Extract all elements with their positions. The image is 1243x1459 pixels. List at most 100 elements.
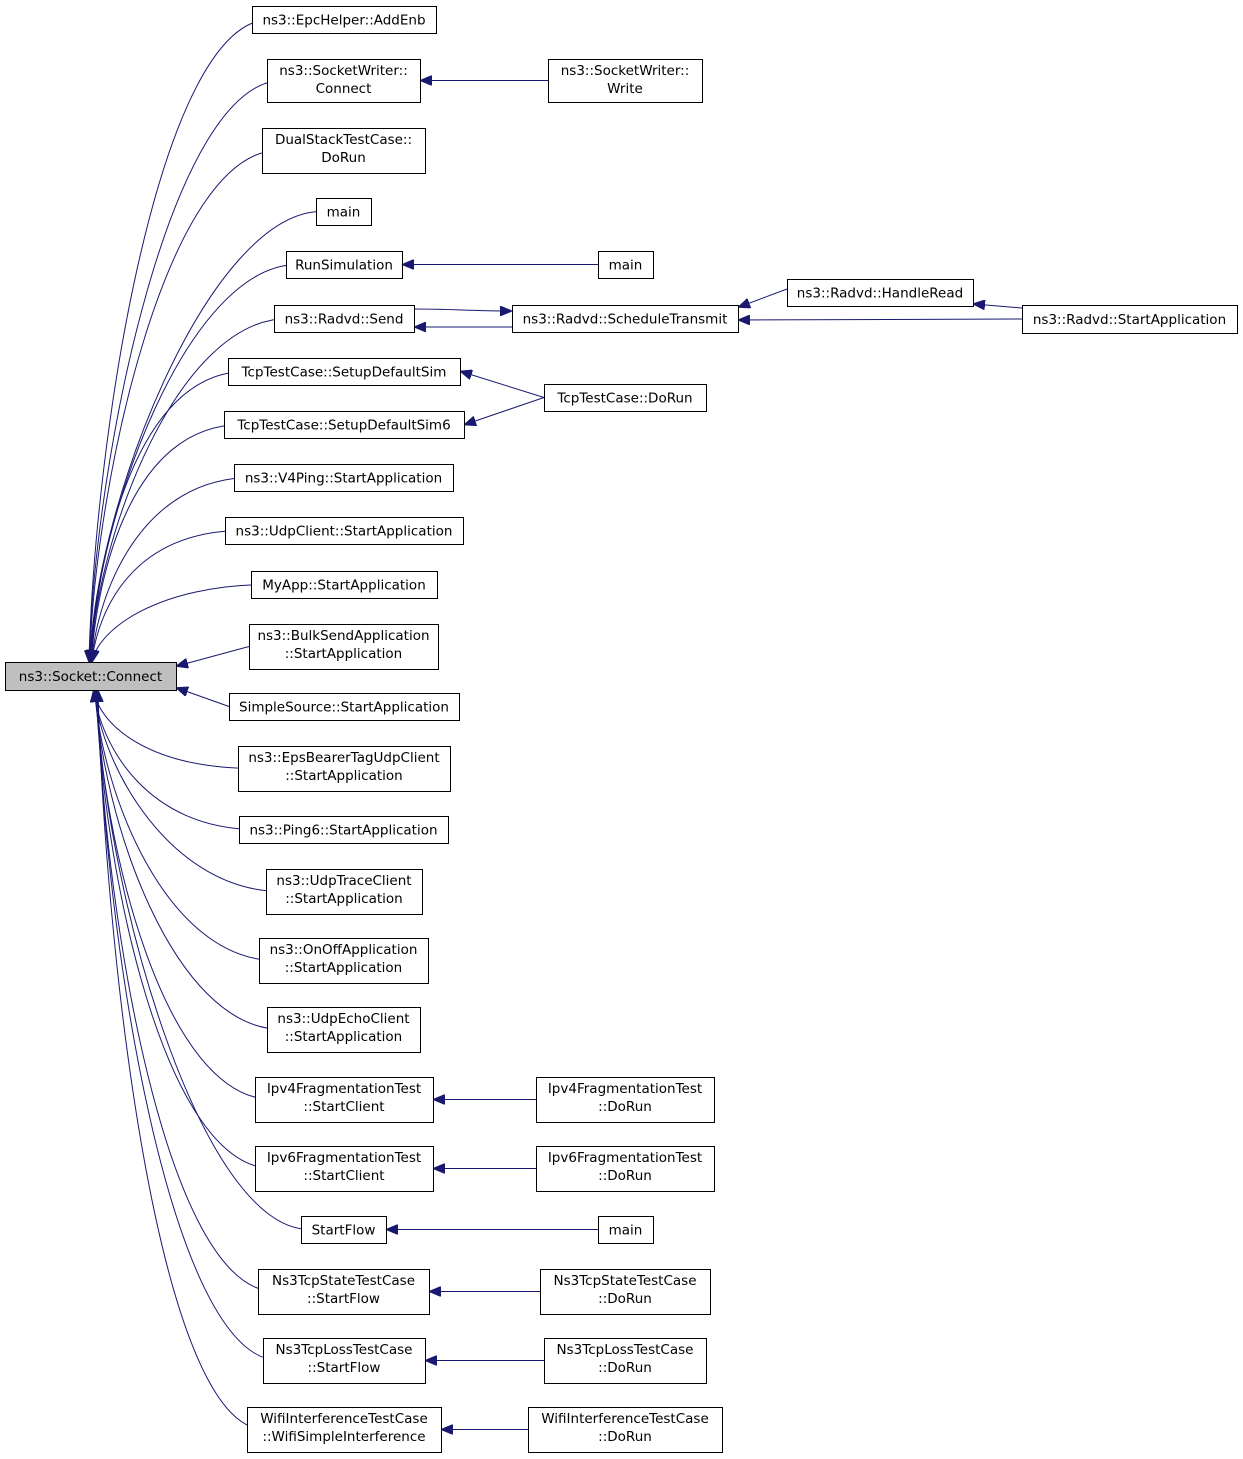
edge-c1-to-root	[89, 19, 271, 662]
edge-c6-to-st	[413, 309, 511, 311]
node-box	[512, 305, 739, 333]
node-c8[interactable]: TcpTestCase::SetupDefaultSim6	[224, 411, 465, 439]
node-box	[259, 938, 429, 984]
node-label: TcpTestCase::SetupDefaultSim6	[236, 418, 450, 434]
node-box	[274, 305, 415, 333]
node-box	[267, 1007, 421, 1053]
edge-c13-to-root	[177, 688, 230, 707]
node-s21[interactable]: main	[598, 1216, 654, 1244]
node-c4[interactable]: main	[316, 198, 372, 226]
node-c21[interactable]: StartFlow	[301, 1216, 387, 1244]
node-c10[interactable]: ns3::UdpClient::StartApplication	[225, 517, 464, 545]
node-c9[interactable]: ns3::V4Ping::StartApplication	[234, 464, 454, 492]
node-box	[528, 1407, 723, 1453]
node-label: ::StartApplication	[285, 1029, 403, 1045]
node-box	[251, 571, 438, 599]
node-label: ns3::EpcHelper::AddEnb	[262, 13, 425, 29]
node-label: DoRun	[321, 150, 366, 166]
node-tcd[interactable]: TcpTestCase::DoRun	[544, 384, 707, 412]
node-c13[interactable]: SimpleSource::StartApplication	[229, 693, 460, 721]
node-label: TcpTestCase::DoRun	[556, 391, 692, 407]
edge-c16-to-root	[94, 691, 282, 892]
node-s5[interactable]: main	[598, 251, 654, 279]
node-c6[interactable]: ns3::Radvd::Send	[274, 305, 415, 333]
node-st[interactable]: ns3::Radvd::ScheduleTransmit	[512, 305, 739, 333]
node-label: ns3::UdpClient::StartApplication	[236, 524, 453, 540]
node-s24[interactable]: WifiInterferenceTestCase::DoRun	[528, 1407, 723, 1453]
node-box	[255, 1146, 434, 1192]
node-label: ::StartFlow	[307, 1291, 380, 1307]
edges-layer	[89, 19, 1023, 1430]
node-c19[interactable]: Ipv4FragmentationTest::StartClient	[255, 1077, 434, 1123]
node-box	[266, 869, 423, 915]
node-label: Write	[607, 81, 643, 97]
node-label: main	[609, 1223, 643, 1239]
node-label: Connect	[316, 81, 372, 97]
node-box	[544, 1338, 707, 1384]
node-sa[interactable]: ns3::Radvd::StartApplication	[1022, 305, 1238, 334]
node-label: main	[327, 205, 361, 221]
edge-c7-to-root	[91, 371, 247, 662]
node-box	[229, 693, 460, 721]
node-s23[interactable]: Ns3TcpLossTestCase::DoRun	[544, 1338, 707, 1384]
node-c17[interactable]: ns3::OnOffApplication::StartApplication	[259, 938, 429, 984]
node-box	[252, 6, 437, 34]
node-c5[interactable]: RunSimulation	[286, 251, 403, 279]
node-box	[1022, 305, 1238, 334]
node-box	[263, 1338, 426, 1384]
node-s19[interactable]: Ipv4FragmentationTest::DoRun	[536, 1077, 715, 1123]
node-c11[interactable]: MyApp::StartApplication	[251, 571, 438, 599]
node-box	[225, 517, 464, 545]
node-label: ns3::Radvd::Send	[285, 312, 404, 328]
node-label: ::StartApplication	[285, 768, 403, 784]
node-box	[234, 464, 454, 492]
node-c7[interactable]: TcpTestCase::SetupDefaultSim	[228, 358, 461, 386]
edge-c18-to-root	[95, 691, 283, 1030]
node-s20[interactable]: Ipv6FragmentationTest::DoRun	[536, 1146, 715, 1192]
node-box	[255, 1077, 434, 1123]
node-label: ns3::SocketWriter::	[279, 63, 408, 79]
node-c1[interactable]: ns3::EpcHelper::AddEnb	[252, 6, 437, 34]
node-c14[interactable]: ns3::EpsBearerTagUdpClient::StartApplica…	[238, 746, 451, 792]
root-node[interactable]: ns3::Socket::Connect	[5, 662, 177, 691]
edge-c20-to-root	[96, 691, 273, 1169]
node-label: SimpleSource::StartApplication	[239, 700, 449, 716]
node-box	[249, 624, 439, 670]
node-c15[interactable]: ns3::Ping6::StartApplication	[239, 816, 449, 844]
node-c22[interactable]: Ns3TcpStateTestCase::StartFlow	[258, 1269, 430, 1315]
node-c16[interactable]: ns3::UdpTraceClient::StartApplication	[266, 869, 423, 915]
node-c2[interactable]: ns3::SocketWriter::Connect	[267, 59, 421, 103]
node-label: ns3::Socket::Connect	[19, 669, 162, 685]
node-hr[interactable]: ns3::Radvd::HandleRead	[787, 279, 974, 307]
edge-tcd-to-c8	[465, 397, 545, 425]
node-label: ::StartApplication	[285, 960, 403, 976]
node-box	[286, 251, 403, 279]
edge-c6-to-root	[91, 318, 289, 662]
edge-hr-to-st	[739, 288, 788, 307]
node-box	[598, 1216, 654, 1244]
node-c3[interactable]: DualStackTestCase::DoRun	[262, 128, 426, 174]
node-box	[598, 251, 654, 279]
node-c24[interactable]: WifiInterferenceTestCase::WifiSimpleInte…	[247, 1407, 442, 1453]
node-c23[interactable]: Ns3TcpLossTestCase::StartFlow	[263, 1338, 426, 1384]
node-label: ::DoRun	[598, 1360, 652, 1376]
node-s22[interactable]: Ns3TcpStateTestCase::DoRun	[540, 1269, 711, 1315]
node-label: ns3::BulkSendApplication	[257, 628, 429, 644]
edge-sa-to-hr	[974, 304, 1023, 308]
node-s2[interactable]: ns3::SocketWriter::Write	[548, 59, 703, 103]
node-label: ns3::Radvd::StartApplication	[1033, 312, 1226, 328]
node-label: ns3::V4Ping::StartApplication	[245, 471, 442, 487]
nodes-layer: ns3::Socket::Connect ns3::EpcHelper::AddE…	[5, 6, 1238, 1453]
edge-c23-to-root	[98, 691, 280, 1361]
node-label: ns3::UdpEchoClient	[277, 1011, 409, 1027]
node-label: ::StartFlow	[308, 1360, 381, 1376]
edge-c12-to-root	[177, 646, 250, 667]
node-c12[interactable]: ns3::BulkSendApplication::StartApplicati…	[249, 624, 439, 670]
node-c18[interactable]: ns3::UdpEchoClient::StartApplication	[267, 1007, 421, 1053]
node-label: main	[609, 258, 643, 274]
node-c20[interactable]: Ipv6FragmentationTest::StartClient	[255, 1146, 434, 1192]
node-label: ::StartClient	[303, 1168, 384, 1184]
node-box	[239, 816, 449, 844]
node-label: ::DoRun	[598, 1099, 652, 1115]
